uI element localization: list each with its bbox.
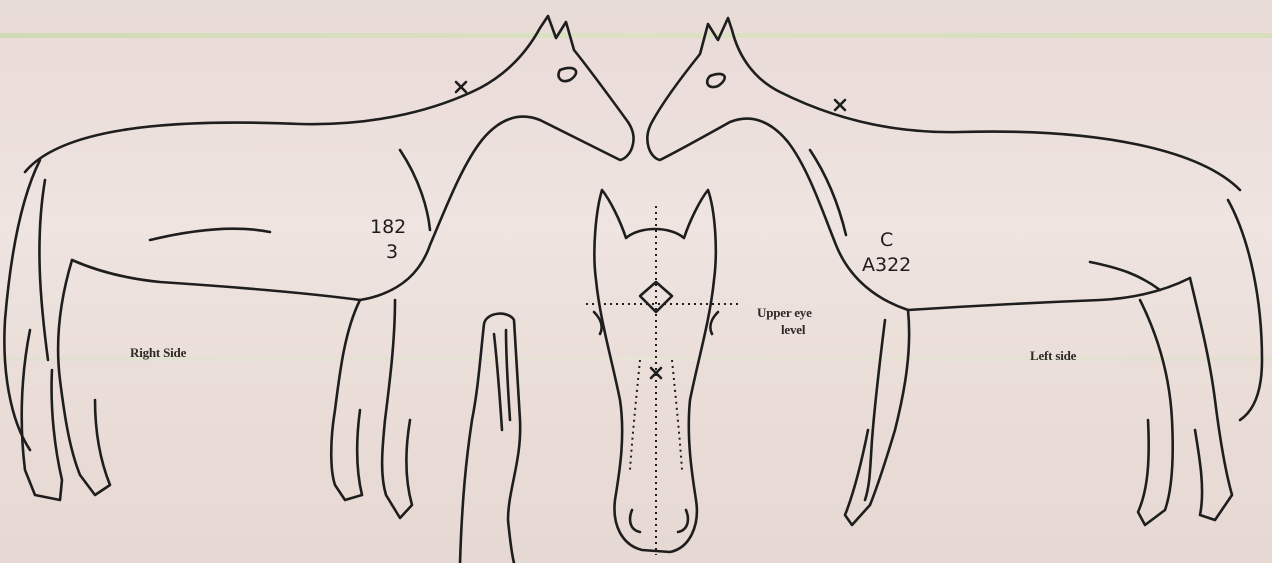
handwritten-mark-right-1: 182: [370, 216, 406, 238]
horse-left-side-drawing: [647, 18, 1262, 525]
upper-eye-level-label-line1: Upper eye: [757, 305, 812, 320]
handwritten-mark-right-2: 3: [386, 241, 398, 263]
horse-muzzle-view-drawing: [460, 314, 520, 563]
horse-right-side-drawing: [4, 16, 633, 518]
horse-front-view-drawing: [586, 190, 738, 555]
right-side-label: Right Side: [130, 345, 187, 360]
handwritten-mark-left-1: C: [880, 229, 893, 251]
left-side-label: Left side: [1030, 348, 1077, 363]
handwritten-mark-left-2: A322: [862, 254, 911, 276]
upper-eye-level-label-line2: level: [781, 322, 806, 337]
